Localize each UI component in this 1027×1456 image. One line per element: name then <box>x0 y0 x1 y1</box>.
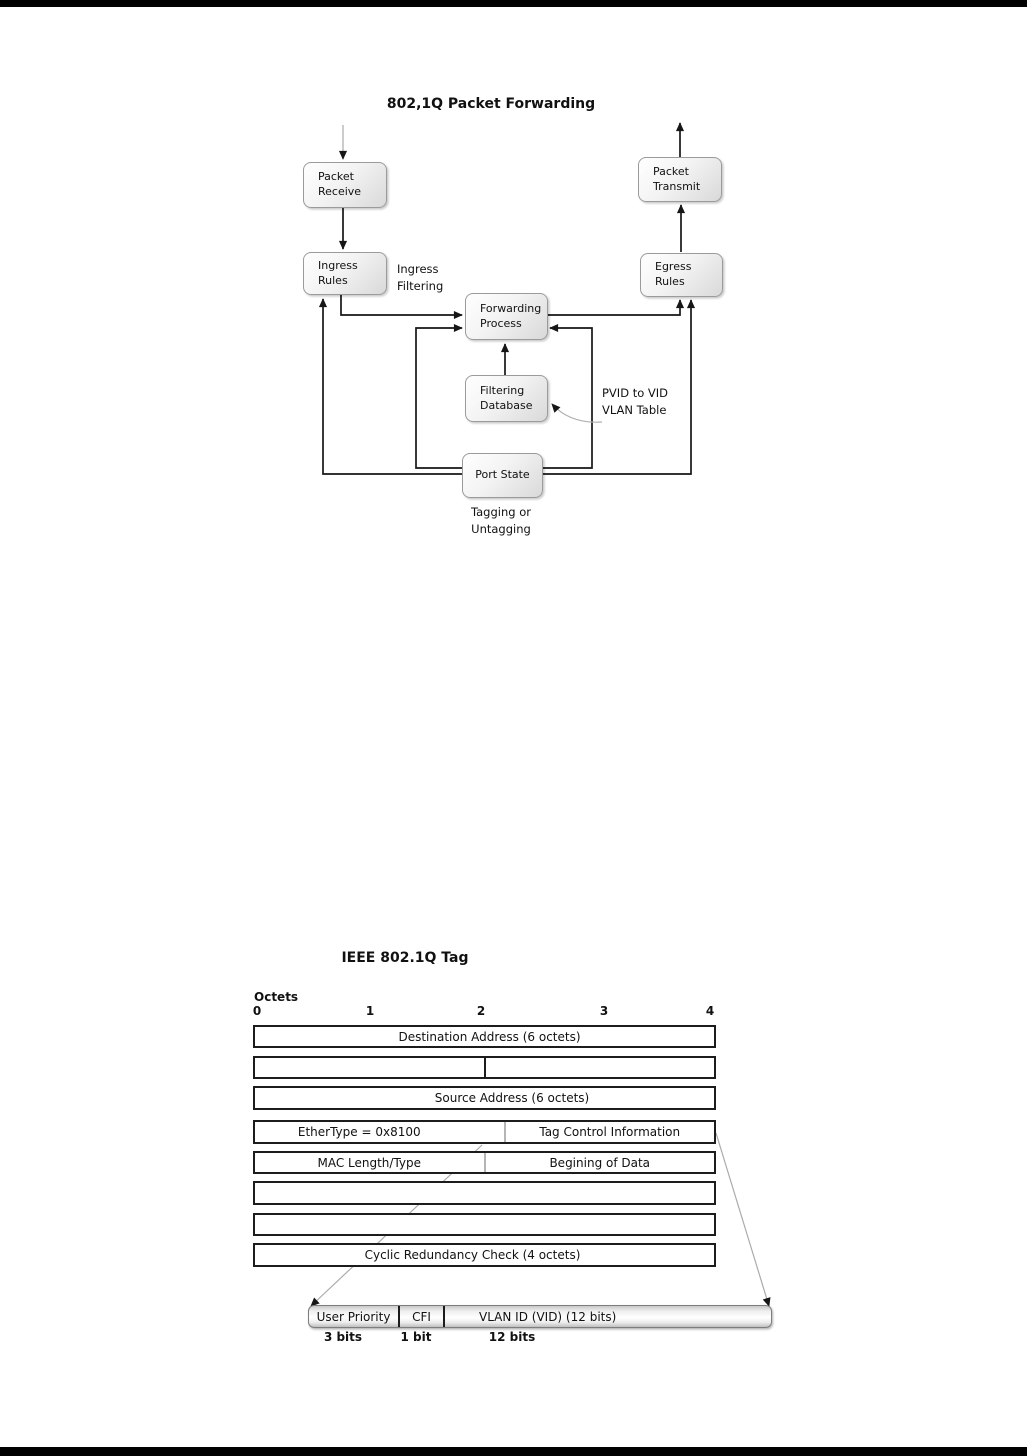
forwarding-diagram-title: 802,1Q Packet Forwarding <box>386 96 596 112</box>
cell-tag-control-information: Tag Control Information <box>503 1122 715 1142</box>
row2-right-cell <box>483 1058 715 1077</box>
node-egress-rules: Egress Rules <box>640 253 723 297</box>
row-destination-address: Destination Address (6 octets) <box>253 1025 716 1048</box>
row-address-split <box>253 1056 716 1079</box>
cfi-bits-label: 1 bit <box>400 1330 432 1344</box>
node-packet-transmit: Packet Transmit <box>638 157 722 202</box>
node-packet-receive: Packet Receive <box>303 162 387 208</box>
cell-ethertype: EtherType = 0x8100 <box>297 1125 421 1139</box>
user-priority-bits-label: 3 bits <box>323 1330 363 1344</box>
arrow-forwarding-to-egress <box>548 299 685 316</box>
row-empty-1 <box>253 1181 716 1205</box>
tci-detail-box: User Priority CFI VLAN ID (VID) (12 bits… <box>308 1305 772 1328</box>
row-ethertype-tci: EtherType = 0x8100 Tag Control Informati… <box>253 1120 716 1144</box>
node-ingress-rules: Ingress Rules <box>303 252 387 295</box>
page-top-rule <box>0 0 1027 7</box>
tag-diagram-title: IEEE 802.1Q Tag <box>341 950 469 966</box>
row-source-address: Source Address (6 octets) <box>253 1086 716 1110</box>
callout-line-right <box>715 1132 771 1307</box>
arrow-portstate-to-forwarding-left <box>415 323 463 469</box>
arrow-portstate-to-ingress <box>318 298 462 475</box>
cell-begining-of-data: Begining of Data <box>483 1153 715 1172</box>
ingress-filtering-note: Ingress Filtering <box>397 262 444 293</box>
octet-tick-3: 3 <box>599 1004 609 1018</box>
pvid-vlan-table-note: PVID to VID VLAN Table <box>602 386 669 417</box>
octet-tick-0: 0 <box>252 1004 262 1018</box>
page-bottom-rule <box>0 1447 1027 1456</box>
row2-left-cell <box>255 1058 484 1077</box>
tci-cfi: CFI <box>398 1306 443 1327</box>
octet-tick-4: 4 <box>705 1004 715 1018</box>
arrow-ingress-to-forwarding <box>340 295 463 320</box>
row-crc: Cyclic Redundancy Check (4 octets) <box>253 1243 716 1267</box>
cell-mac-length-type: MAC Length/Type <box>317 1155 422 1170</box>
node-port-state: Port State <box>462 453 543 498</box>
vlan-id-bits-label: 12 bits <box>488 1330 536 1344</box>
row-maclength-data: MAC Length/Type Begining of Data <box>253 1151 716 1174</box>
arrow-pvid-note-to-filtering <box>551 403 603 423</box>
tagging-untagging-note: Tagging or Untagging <box>471 505 531 536</box>
octet-tick-2: 2 <box>476 1004 486 1018</box>
row-empty-2 <box>253 1213 716 1236</box>
octet-tick-1: 1 <box>365 1004 375 1018</box>
arrow-portstate-to-forwarding-right <box>543 323 593 469</box>
octets-label: Octets <box>254 990 299 1004</box>
tci-vlan-id: VLAN ID (VID) (12 bits) <box>443 1306 771 1327</box>
node-filtering-database: Filtering Database <box>465 375 548 422</box>
tci-user-priority: User Priority <box>316 1309 391 1324</box>
node-forwarding-process: Forwarding Process <box>465 293 548 340</box>
